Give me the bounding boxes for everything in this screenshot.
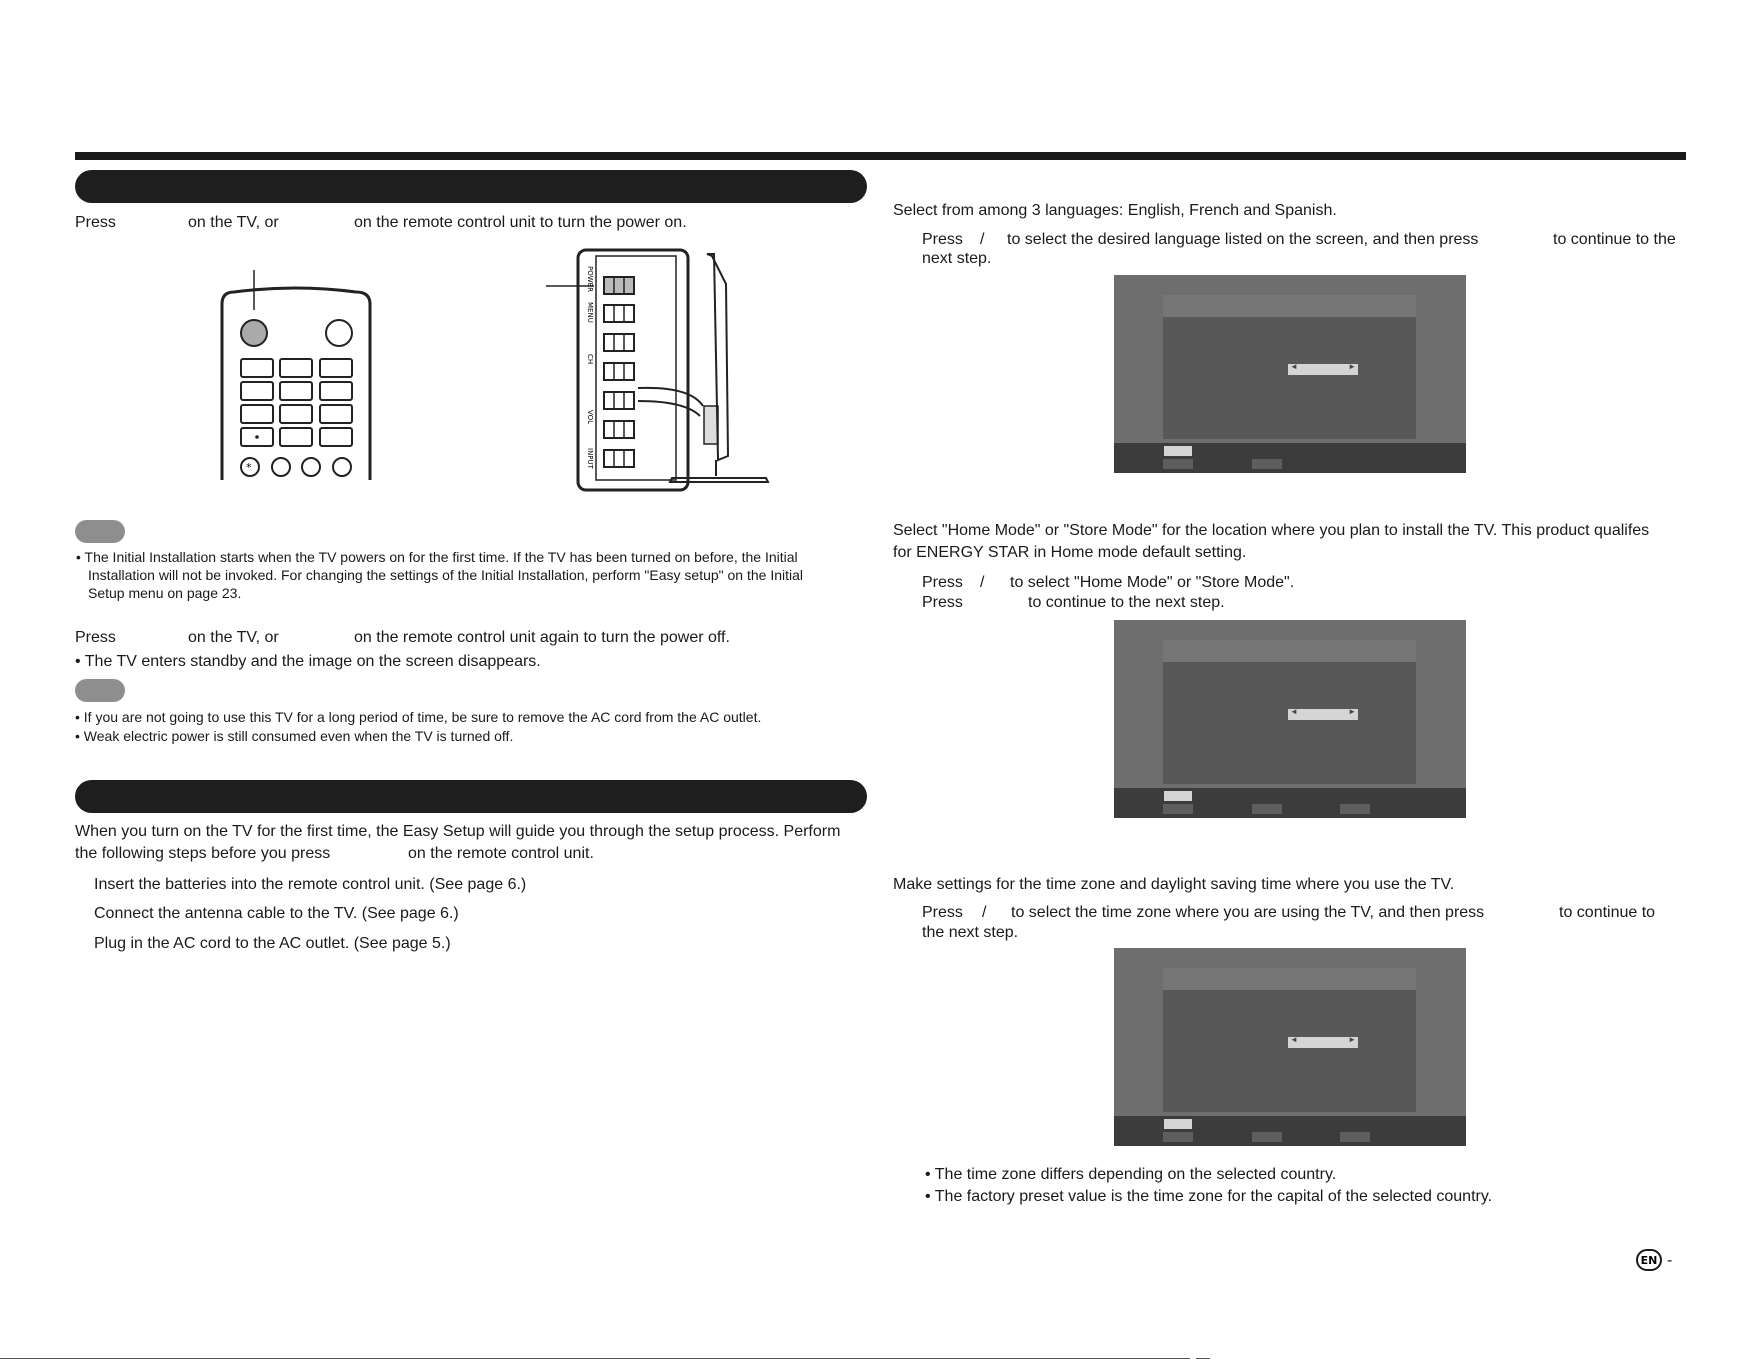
page-number-dash: - [1667, 1252, 1673, 1269]
power-on-tv: on the TV, or [188, 214, 279, 231]
location-screen-mockup [1114, 620, 1466, 818]
screen-footer [1114, 443, 1466, 473]
tv-label-menu: MENU [586, 302, 594, 323]
timezone-step-slash: / [982, 904, 987, 921]
language-step-press: Press [922, 231, 963, 248]
screen-arrows [1164, 1119, 1192, 1129]
tv-side-panel-illustration: POWER MENU CH VOL INPUT [546, 248, 770, 492]
timezone-intro: Make settings for the time zone and dayl… [893, 876, 1455, 893]
screen-panel [1163, 640, 1416, 784]
screen-panel [1163, 295, 1416, 439]
power-off-remote: on the remote control unit again to turn… [354, 629, 730, 646]
en-badge-icon: EN [1636, 1249, 1662, 1271]
note1-line2: Installation will not be invoked. For ch… [88, 567, 804, 583]
section-header-power [75, 170, 867, 203]
timezone-step-press: Press [922, 904, 963, 921]
svg-text:*: * [246, 461, 252, 474]
screen-button [1252, 459, 1282, 469]
language-screen-mockup [1114, 275, 1466, 473]
note-tag-2 [75, 679, 125, 702]
screen-footer [1114, 788, 1466, 818]
standby-bullet: The TV enters standby and the image on t… [75, 651, 541, 672]
setup-step-1: Insert the batteries into the remote con… [94, 876, 527, 893]
note-tag [75, 520, 125, 543]
language-step-continue: to continue to the [1553, 231, 1676, 248]
screen-footer [1114, 1116, 1466, 1146]
section-header-setup [75, 780, 867, 813]
bottom-rule [0, 1358, 1190, 1359]
timezone-step-text: to select the time zone where you are us… [1011, 904, 1485, 921]
tv-label-vol: VOL [586, 410, 594, 424]
screen-button [1163, 1132, 1193, 1142]
note1-bullet: The Initial Installation starts when the… [85, 548, 804, 602]
screen-button [1252, 1132, 1282, 1142]
tv-label-ch: CH [586, 354, 594, 364]
screen-button [1340, 804, 1370, 814]
timezone-selector [1288, 1035, 1358, 1048]
location-step1-slash: / [980, 574, 985, 591]
language-step-slash: / [980, 231, 985, 248]
timezone-screen-mockup [1114, 948, 1466, 1146]
screen-arrows [1164, 446, 1192, 456]
screen-arrows [1164, 791, 1192, 801]
power-off-tv: on the TV, or [188, 629, 279, 646]
note1-line3: Setup menu on page 23. [88, 585, 242, 601]
screen-button [1252, 804, 1282, 814]
location-step2-press: Press [922, 594, 963, 611]
location-selector [1288, 707, 1358, 720]
power-on-press: Press [75, 214, 116, 231]
power-off-press: Press [75, 629, 116, 646]
location-intro-line2: for ENERGY STAR in Home mode default set… [893, 544, 1247, 561]
timezone-bullet-2: The factory preset value is the time zon… [925, 1186, 1492, 1207]
screen-title-bar [1163, 968, 1416, 990]
location-step2-text: to continue to the next step. [1028, 594, 1225, 611]
tv-label-input: INPUT [586, 448, 594, 470]
screen-panel [1163, 968, 1416, 1112]
language-step-text: to select the desired language listed on… [1007, 231, 1479, 248]
note2-line2: Weak electric power is still consumed ev… [75, 727, 514, 745]
location-step1-text: to select "Home Mode" or "Store Mode". [1010, 574, 1295, 591]
top-rule [75, 152, 1686, 160]
screen-button [1163, 459, 1193, 469]
language-step-next: next step. [922, 250, 992, 267]
setup-intro-line1: When you turn on the TV for the first ti… [75, 823, 841, 840]
screen-title-bar [1163, 640, 1416, 662]
location-intro-line1: Select "Home Mode" or "Store Mode" for t… [893, 522, 1650, 539]
remote-illustration: * [220, 270, 372, 480]
timezone-step-continue: to continue to [1559, 904, 1656, 921]
location-step1-press: Press [922, 574, 963, 591]
screen-button [1340, 1132, 1370, 1142]
power-on-remote: on the remote control unit to turn the p… [354, 214, 687, 231]
setup-intro-line2a: the following steps before you press [75, 845, 331, 862]
setup-intro-line2b: on the remote control unit. [408, 845, 594, 862]
setup-step-3: Plug in the AC cord to the AC outlet. (S… [94, 935, 451, 952]
timezone-bullet-1: The time zone differs depending on the s… [925, 1164, 1336, 1185]
setup-step-2: Connect the antenna cable to the TV. (Se… [94, 905, 459, 922]
language-intro: Select from among 3 languages: English, … [893, 202, 1337, 219]
bottom-rule-end [1196, 1358, 1210, 1359]
language-selector [1288, 362, 1358, 375]
en-badge-text: EN [1641, 1254, 1658, 1267]
screen-title-bar [1163, 295, 1416, 317]
note1-line1: The Initial Installation starts when the… [76, 548, 803, 566]
remote-power-button [240, 319, 268, 347]
screen-button [1163, 804, 1193, 814]
tv-label-power: POWER [586, 266, 594, 292]
timezone-step-next: the next step. [922, 924, 1019, 941]
note2-line1: If you are not going to use this TV for … [75, 708, 762, 726]
